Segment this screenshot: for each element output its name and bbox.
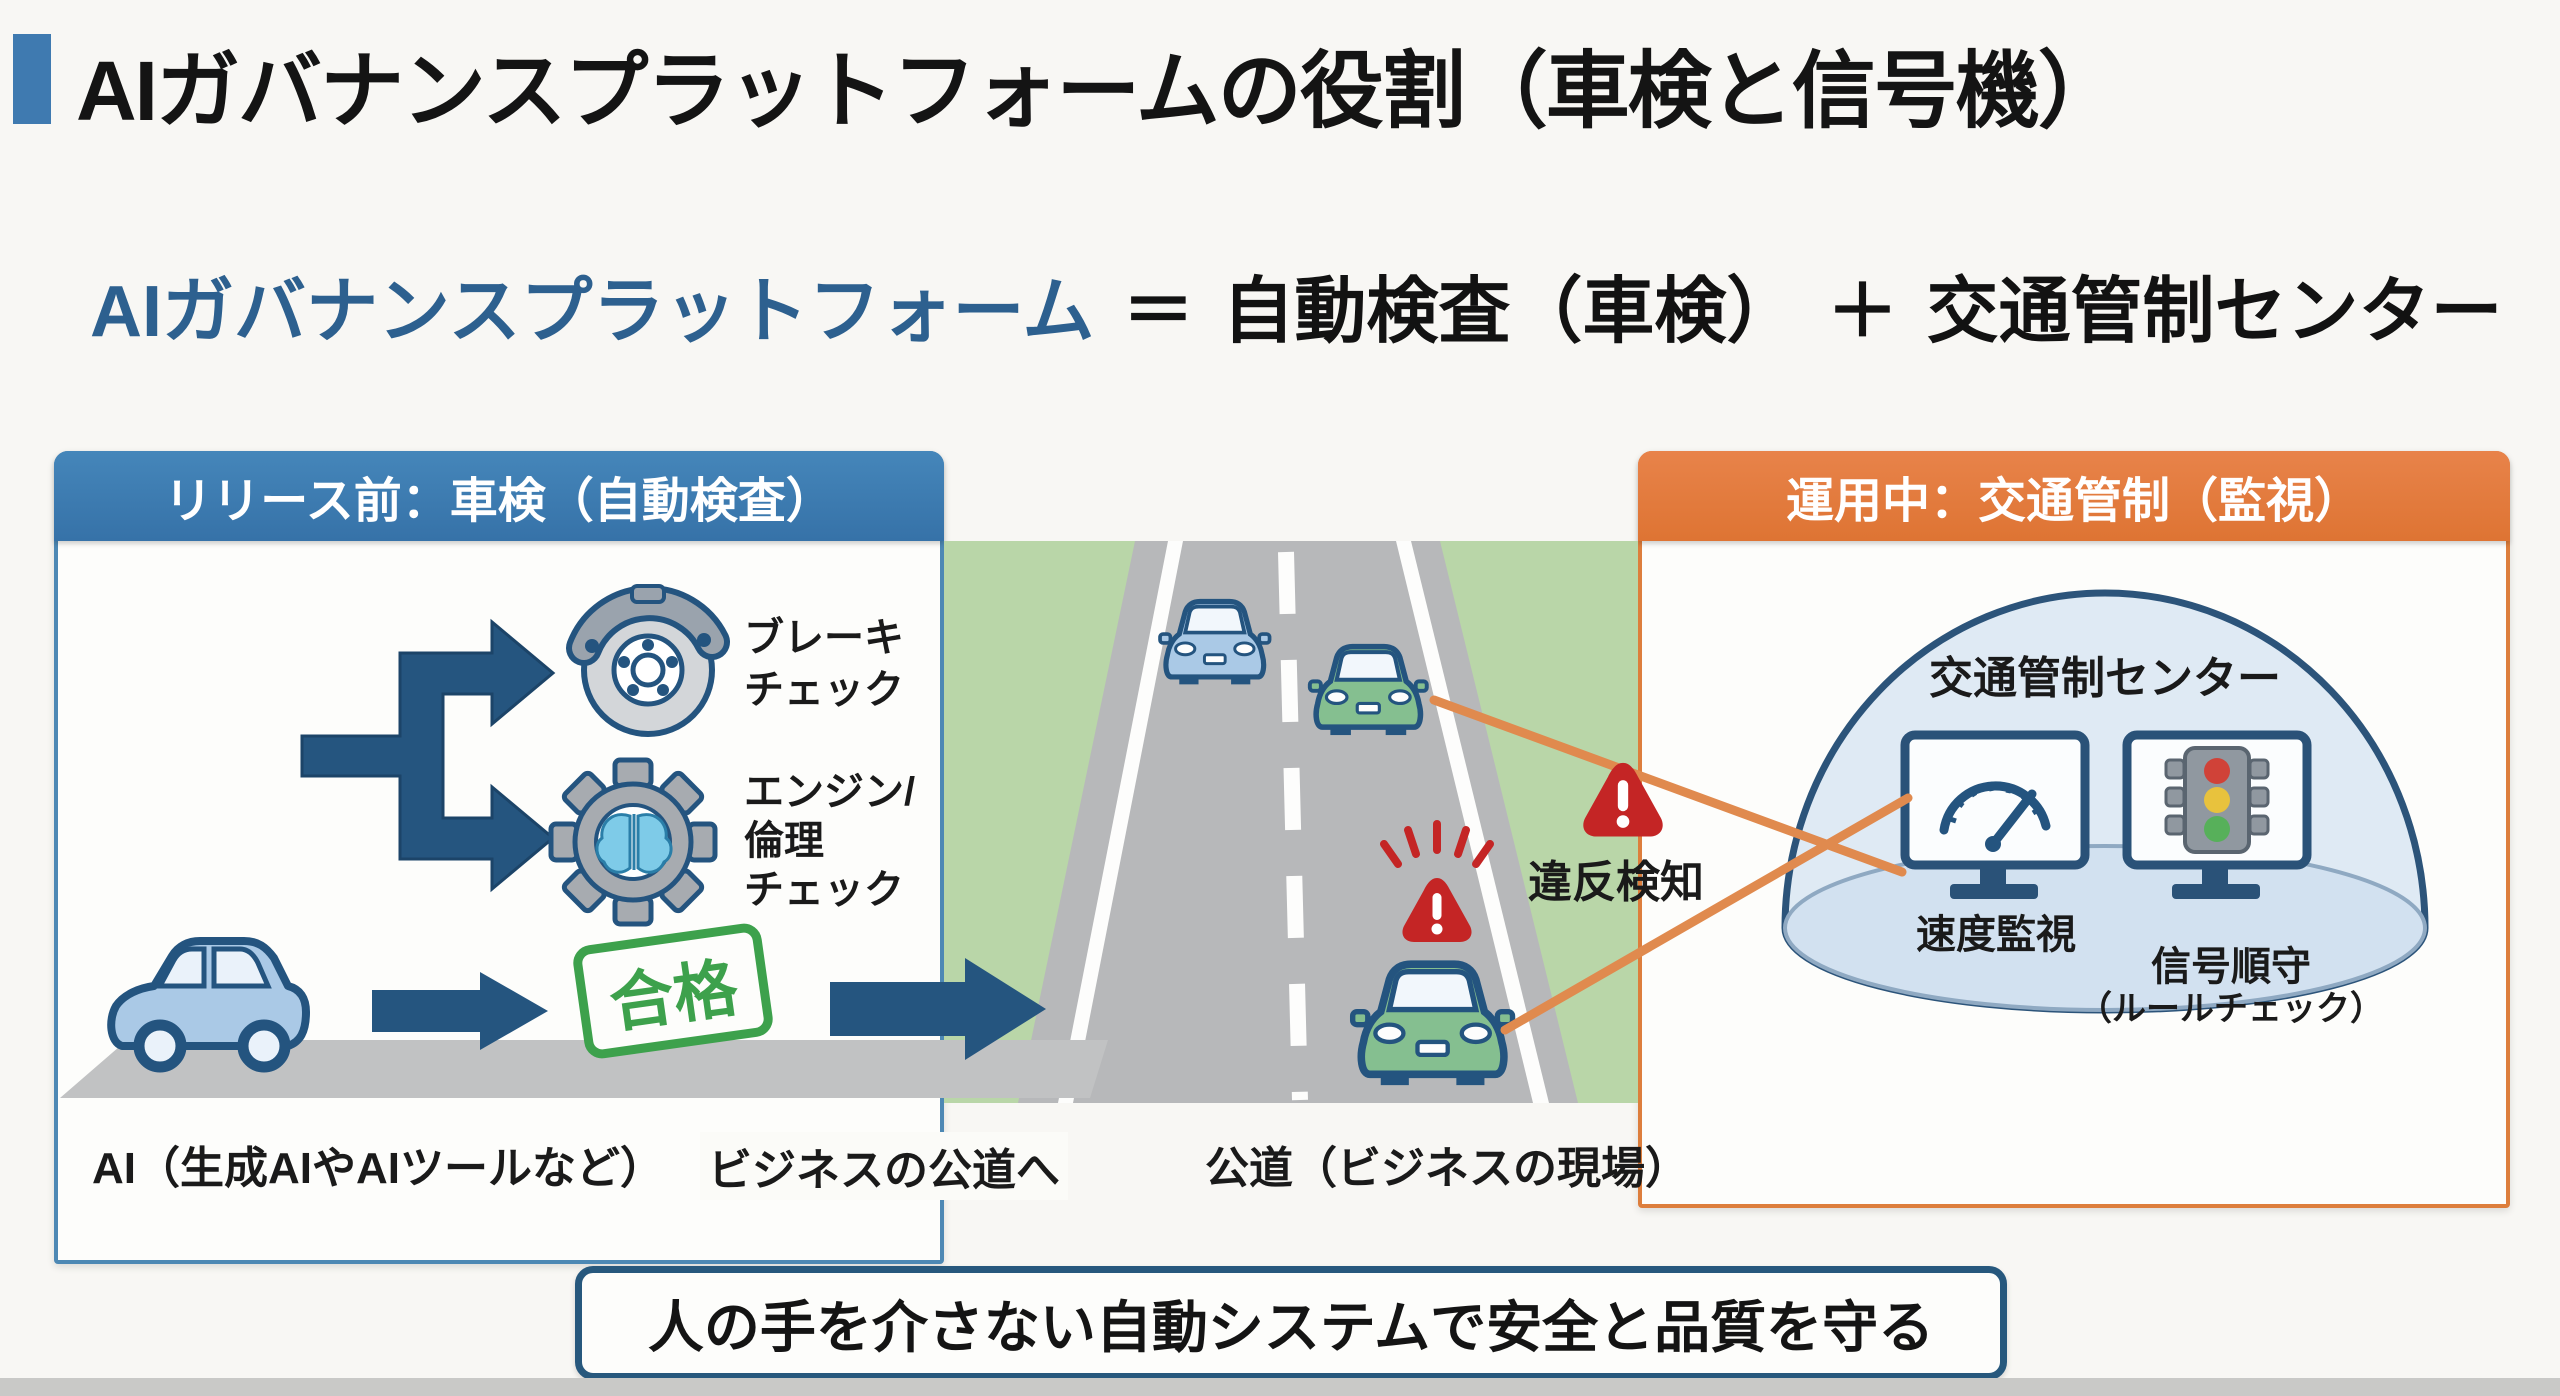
brake-check-label: ブレーキ チェック [744, 616, 904, 712]
road-right-line [1396, 541, 1549, 1103]
car-front-blue [1158, 598, 1272, 685]
equation-platform: AIガバナンスプラットフォーム [90, 272, 1095, 352]
road [1018, 541, 1578, 1103]
car-front-green-upper [1307, 643, 1429, 736]
violation-detected-label: 違反検知 [1528, 858, 1704, 907]
speed-monitoring-label: 速度監視 [1916, 913, 2076, 957]
equation-control-center: 交通管制センター [1926, 272, 2503, 352]
road-center-dashed-line [1278, 551, 1308, 1101]
alert-flashing-icon [1380, 820, 1494, 942]
car-front-green-violation [1349, 960, 1516, 1086]
engine-ethics-check-label: エンジン/ 倫理 チェック [744, 770, 916, 912]
to-business-road-label: ビジネスの公道へ [700, 1132, 1068, 1200]
pre-release-panel: リリース前：車検（自動検査） [54, 451, 944, 1264]
road-left-line [1058, 541, 1183, 1103]
title-accent-bar [13, 34, 51, 124]
public-road-label: 公道（ビジネスの現場） [1205, 1144, 1689, 1193]
plus-sign: ＋ [1826, 272, 1899, 352]
equation-inspection: 自動検査（車検） [1222, 272, 1799, 352]
control-center-title: 交通管制センター [1929, 654, 2281, 703]
summary-banner: 人の手を介さない自動システムで安全と品質を守る [575, 1266, 2007, 1380]
operation-panel: 運用中：交通管制（監視） [1638, 451, 2510, 1208]
page-title: AIガバナンスプラットフォームの役割（車検と信号機） [76, 44, 2122, 138]
signal-compliance-line1: 信号順守 [2151, 945, 2311, 989]
signal-compliance-label: 信号順守 （ルールチェック） [2076, 898, 2386, 1075]
green-zone [944, 541, 1638, 1103]
operation-header: 運用中：交通管制（監視） [1638, 451, 2510, 541]
pre-release-header: リリース前：車検（自動検査） [54, 451, 944, 541]
bottom-gray-band [0, 1378, 2560, 1396]
equation-row: AIガバナンスプラットフォーム ＝ 自動検査（車検） ＋ 交通管制センター [90, 252, 2502, 357]
ai-car-label: AI（生成AIやAIツールなど） [92, 1144, 664, 1193]
equals-sign: ＝ [1122, 272, 1195, 352]
signal-compliance-line2: （ルールチェック） [2078, 990, 2384, 1028]
